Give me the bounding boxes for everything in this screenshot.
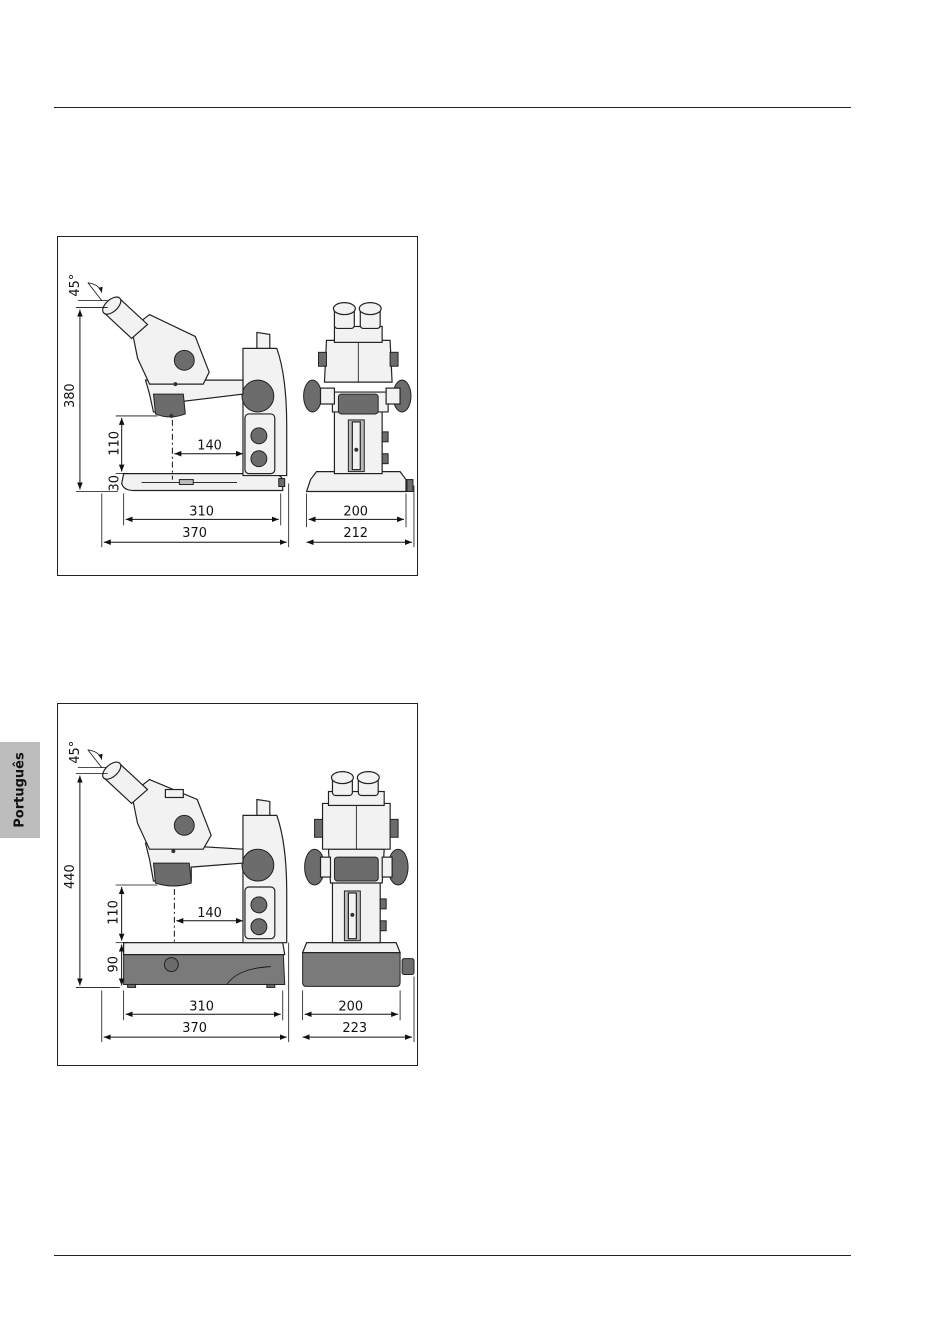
front-base (307, 472, 406, 492)
language-tab-label: Português (13, 752, 28, 827)
dim-focus-distance: 110 (108, 431, 123, 456)
dim-base-width-side: 310 (189, 999, 214, 1014)
angle-label: 45° (68, 274, 83, 297)
dimension-drawing-svg: 45° 440 110 90 140 310 370 (58, 704, 417, 1065)
footer-rule (54, 1255, 851, 1256)
dimension-drawing-high-base: 45° 440 110 90 140 310 370 (57, 703, 418, 1066)
dim-total-height: 380 (63, 383, 78, 408)
dim-base-height: 30 (108, 475, 123, 491)
dim-focus-distance: 110 (107, 900, 122, 925)
dim-throat-depth: 140 (197, 906, 222, 921)
dim-overall-width-front: 223 (342, 1021, 367, 1036)
dim-throat-depth: 140 (197, 439, 222, 454)
dim-overall-width-side: 370 (182, 1021, 207, 1036)
dimension-drawing-standard-base: 45° 380 110 30 140 310 370 (57, 236, 418, 576)
dim-overall-width-front: 212 (343, 526, 368, 541)
dim-total-height: 440 (63, 864, 78, 889)
dim-base-width-front: 200 (338, 999, 363, 1014)
dim-base-width-side: 310 (189, 504, 214, 519)
dim-base-height: 90 (107, 956, 122, 972)
header-rule (54, 107, 851, 108)
dimension-drawing-svg: 45° 380 110 30 140 310 370 (58, 237, 417, 575)
angle-label: 45° (68, 741, 83, 764)
language-tab[interactable]: Português (0, 742, 40, 838)
dim-base-width-front: 200 (343, 504, 368, 519)
dim-overall-width-side: 370 (182, 526, 207, 541)
